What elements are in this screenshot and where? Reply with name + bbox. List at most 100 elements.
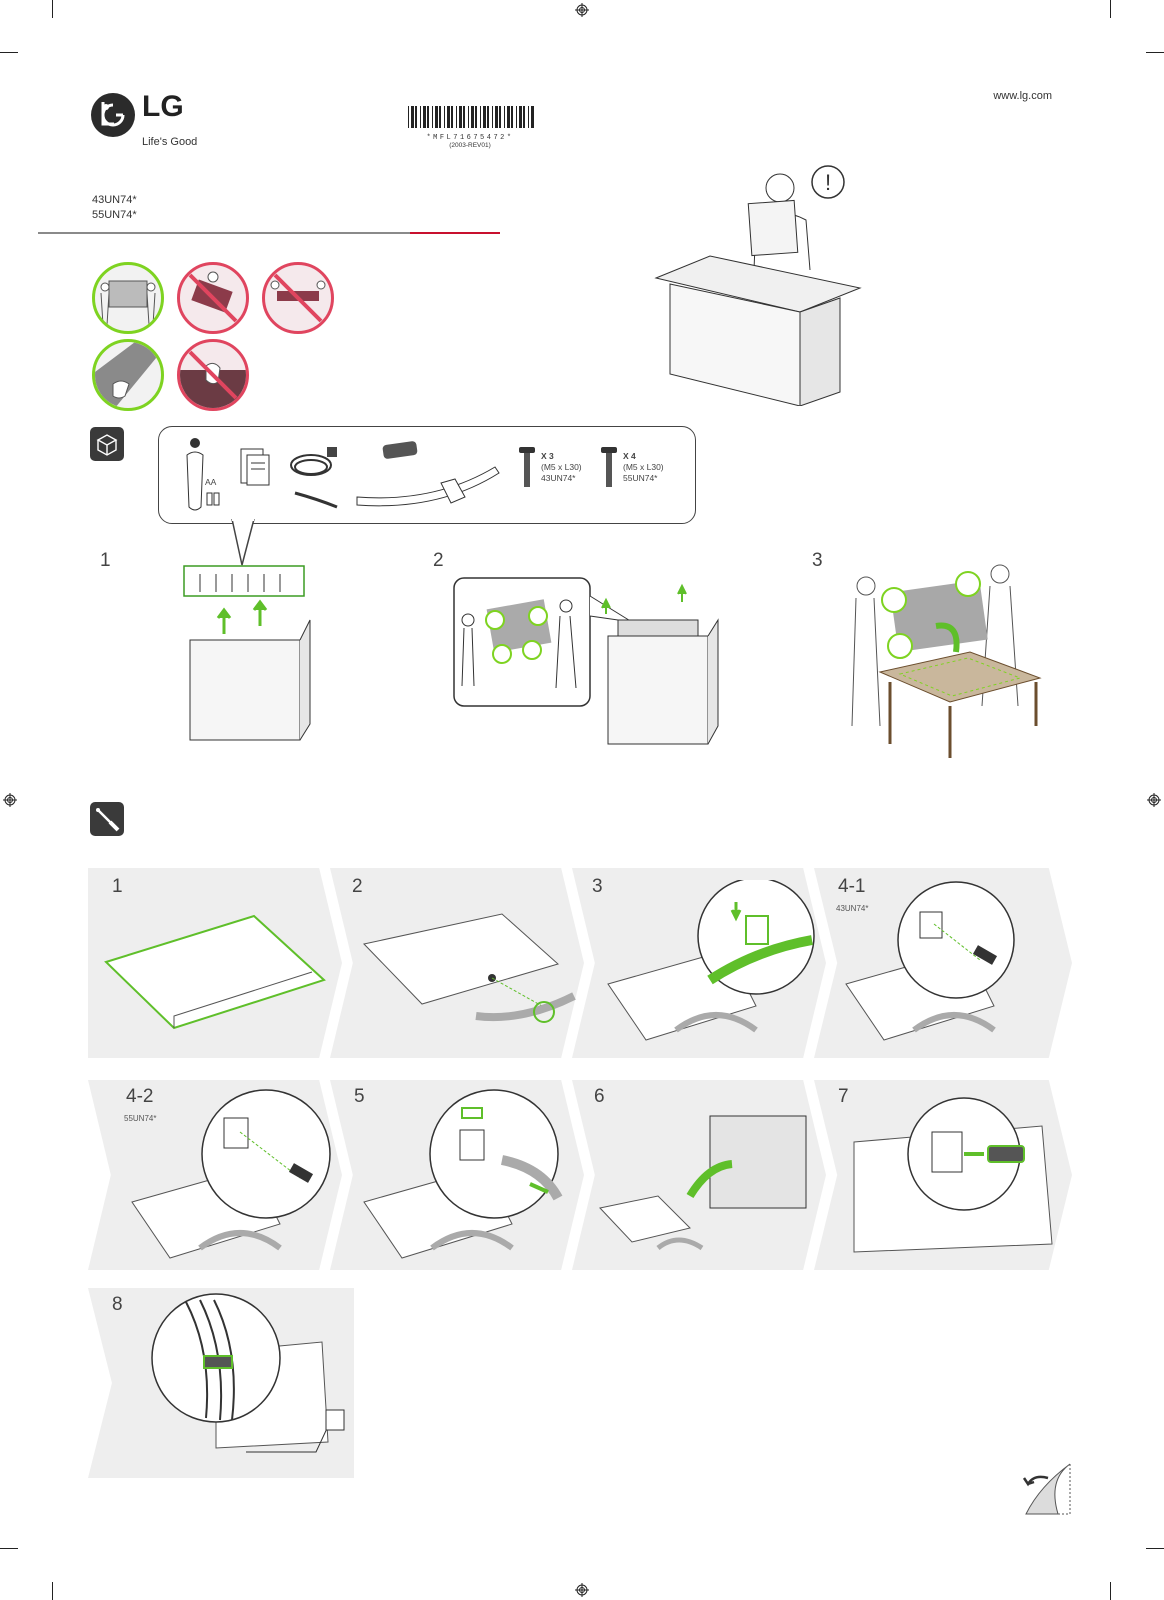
barcode-bar bbox=[444, 106, 445, 128]
divider bbox=[38, 232, 410, 234]
unpack-step-number: 1 bbox=[100, 550, 111, 571]
barcode-bar bbox=[432, 106, 433, 128]
barcode-bar bbox=[427, 106, 429, 128]
crop-mark bbox=[1146, 52, 1164, 53]
crop-mark bbox=[1146, 1548, 1164, 1549]
barcode-bar bbox=[447, 106, 450, 128]
website-url: www.lg.com bbox=[993, 90, 1052, 102]
lg-logo: LG Life's Good bbox=[90, 90, 197, 148]
unpack-step-1-illustration bbox=[183, 565, 311, 741]
package-contents-callout: AA X 3 (M5 x L30) 43UN74* X 4 (M5 x L30)… bbox=[158, 426, 696, 524]
brand-name: LG bbox=[142, 90, 184, 123]
barcode-bar bbox=[519, 106, 522, 128]
barcode-bars-icon bbox=[408, 106, 534, 128]
unpack-step-3-illustration bbox=[851, 564, 1042, 758]
screw-model: 55UN74* bbox=[623, 473, 658, 483]
crop-mark bbox=[1110, 0, 1111, 18]
tool-screwdriver-icon bbox=[90, 802, 124, 836]
screw-icon bbox=[601, 447, 617, 487]
barcode-bar bbox=[487, 106, 489, 128]
crop-mark bbox=[0, 52, 18, 53]
barcode-bar bbox=[415, 106, 417, 128]
assembly-step-5-illustration bbox=[363, 1089, 563, 1259]
handling-prohibited-touch-screen-icon bbox=[177, 339, 249, 411]
registration-mark-icon bbox=[575, 1583, 589, 1597]
unpack-step-number: 3 bbox=[812, 550, 823, 571]
assembly-step-number: 6 bbox=[594, 1086, 605, 1107]
assembly-step-model: 55UN74* bbox=[124, 1114, 157, 1123]
assembly-step-number: 3 bbox=[592, 876, 603, 897]
crop-mark bbox=[0, 1548, 18, 1549]
crop-mark bbox=[52, 1582, 53, 1600]
registration-mark-icon bbox=[3, 793, 17, 807]
assembly-step-number: 4-2 bbox=[126, 1086, 154, 1107]
barcode-bar bbox=[451, 106, 453, 128]
barcode: *MFL71675472* (2003-REV01) bbox=[406, 106, 534, 149]
assembly-step-2-illustration bbox=[363, 913, 576, 1023]
crop-mark bbox=[1110, 1582, 1111, 1600]
barcode-bar bbox=[411, 106, 414, 128]
brand-tagline: Life's Good bbox=[142, 136, 198, 148]
unboxing-warning-illustration: ! bbox=[654, 165, 862, 406]
screw-count: X 3 bbox=[541, 451, 554, 461]
crop-mark bbox=[52, 0, 53, 18]
assembly-step-8-illustration bbox=[151, 1293, 345, 1453]
barcode-bar bbox=[528, 106, 529, 128]
screw-icon bbox=[519, 447, 535, 487]
barcode-bar bbox=[483, 106, 486, 128]
barcode-bar bbox=[435, 106, 438, 128]
assembly-step-number: 7 bbox=[838, 1086, 849, 1107]
barcode-bar bbox=[423, 106, 426, 128]
barcode-bar bbox=[507, 106, 510, 128]
barcode-bar bbox=[459, 106, 462, 128]
barcode-bar bbox=[516, 106, 517, 128]
registration-mark-icon bbox=[1147, 793, 1161, 807]
barcode-bar bbox=[471, 106, 474, 128]
handling-ok-two-person-icon bbox=[92, 262, 164, 334]
callout-pointer bbox=[231, 519, 255, 566]
assembly-step-4-1-illustration bbox=[845, 881, 1015, 1041]
screw-model: 43UN74* bbox=[541, 473, 576, 483]
model-number: 43UN74* bbox=[92, 194, 137, 206]
page-turn-icon bbox=[1022, 1463, 1071, 1515]
assembly-step-6-illustration bbox=[599, 1115, 807, 1251]
barcode-number: *MFL71675472* bbox=[426, 134, 514, 142]
barcode-bar bbox=[504, 106, 505, 128]
power-cord-icon bbox=[290, 447, 337, 476]
barcode-bar bbox=[531, 106, 534, 128]
lg-face-icon bbox=[91, 93, 135, 137]
assembly-step-number: 5 bbox=[354, 1086, 365, 1107]
remote-control-icon bbox=[186, 438, 220, 511]
assembly-step-model: 43UN74* bbox=[836, 904, 869, 913]
cable-tie-icon bbox=[294, 491, 338, 509]
handling-prohibited-flat-carry-icon bbox=[262, 262, 334, 334]
barcode-bar bbox=[495, 106, 498, 128]
registration-mark-icon bbox=[575, 3, 589, 17]
unpack-step-number: 2 bbox=[433, 550, 444, 571]
barcode-bar bbox=[511, 106, 513, 128]
barcode-bar bbox=[523, 106, 525, 128]
barcode-bar bbox=[439, 106, 441, 128]
handling-ok-grip-frame-icon bbox=[92, 339, 164, 411]
assembly-step-3-illustration bbox=[607, 880, 815, 1041]
screw-count: X 4 bbox=[623, 451, 636, 461]
barcode-bar bbox=[468, 106, 469, 128]
assembly-step-number: 1 bbox=[112, 876, 123, 897]
model-number: 55UN74* bbox=[92, 209, 137, 221]
screw-spec: (M5 x L30) bbox=[541, 462, 582, 472]
barcode-bar bbox=[480, 106, 481, 128]
assembly-step-number: 4-1 bbox=[838, 876, 866, 897]
handling-prohibited-one-person-icon bbox=[177, 262, 249, 334]
battery-label: AA bbox=[205, 477, 217, 487]
barcode-bar bbox=[456, 106, 457, 128]
screw-spec: (M5 x L30) bbox=[623, 462, 664, 472]
assembly-step-number: 8 bbox=[112, 1294, 123, 1315]
assembly-step-4-2-illustration bbox=[131, 1089, 331, 1259]
barcode-bar bbox=[492, 106, 493, 128]
manual-icon bbox=[240, 448, 270, 486]
barcode-bar bbox=[499, 106, 501, 128]
divider-accent bbox=[410, 232, 500, 234]
box-contents-icon bbox=[90, 427, 124, 461]
barcode-revision: (2003-REV01) bbox=[449, 142, 491, 149]
stand-icon bbox=[356, 441, 500, 507]
